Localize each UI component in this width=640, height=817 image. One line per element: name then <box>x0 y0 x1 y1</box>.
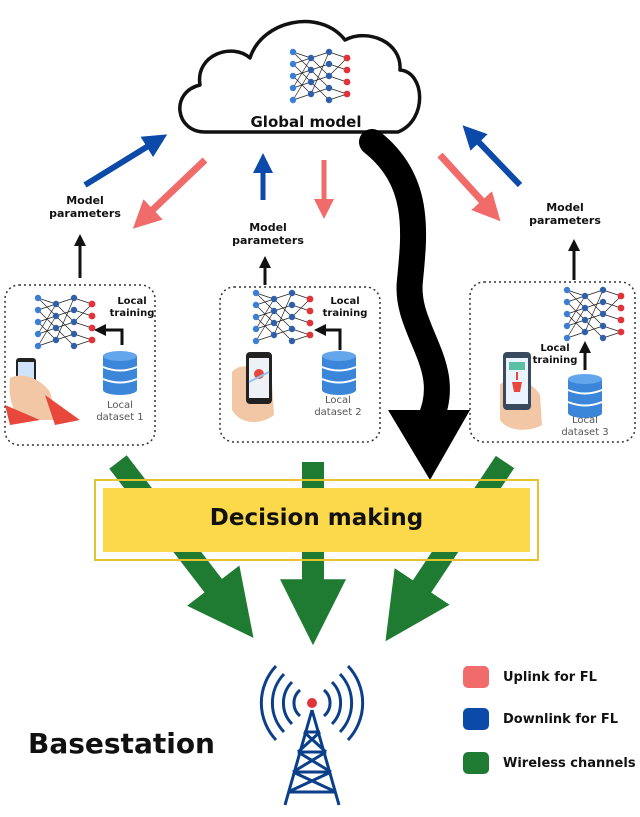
local-dataset-label-3: Local dataset 3 <box>561 415 609 438</box>
model-parameters-label-1: Model parameters <box>49 194 121 220</box>
local-training-label-1: Local training <box>109 296 155 319</box>
local-training-label-3: Local training <box>532 343 578 366</box>
phone-shop-icon-3 <box>500 352 542 430</box>
legend-item-downlink: Downlink for FL <box>463 708 618 730</box>
wireless-swatch <box>463 752 489 774</box>
local-dataset-3-icon <box>567 373 603 419</box>
local-dataset-1-icon <box>102 350 138 396</box>
global-model-label: Global model <box>250 113 362 131</box>
model-parameters-label-3: Model parameters <box>529 201 601 227</box>
model-parameters-label-2: Model parameters <box>232 221 304 247</box>
global-to-decision-arrow <box>359 129 450 433</box>
downlink-arrow-1 <box>83 134 168 188</box>
decision-making-label: Decision making <box>209 505 424 531</box>
legend-label-wireless: Wireless channels <box>503 755 636 771</box>
downlink-arrow-3 <box>462 125 523 188</box>
downlink-swatch <box>463 708 489 730</box>
legend-item-uplink: Uplink for FL <box>463 666 597 688</box>
local-dataset-label-2: Local dataset 2 <box>314 395 362 418</box>
legend-label-downlink: Downlink for FL <box>503 711 619 727</box>
basestation-tower-icon <box>259 664 365 806</box>
uplink-arrow-1 <box>132 157 208 229</box>
phone-map-icon-2 <box>232 352 274 422</box>
local-dataset-label-1: Local dataset 1 <box>96 400 144 423</box>
local-training-label-2: Local training <box>322 296 368 319</box>
uplink-swatch <box>463 666 489 688</box>
legend-item-wireless: Wireless channels <box>463 752 636 774</box>
local-dataset-2-icon <box>321 350 357 396</box>
uplink-arrow-3 <box>437 152 501 222</box>
legend-label-uplink: Uplink for FL <box>503 669 597 685</box>
decision-box <box>103 488 530 552</box>
decision-box-outline <box>94 479 539 561</box>
basestation-label: Basestation <box>28 727 215 760</box>
phone-hand-icon-1 <box>5 358 80 425</box>
